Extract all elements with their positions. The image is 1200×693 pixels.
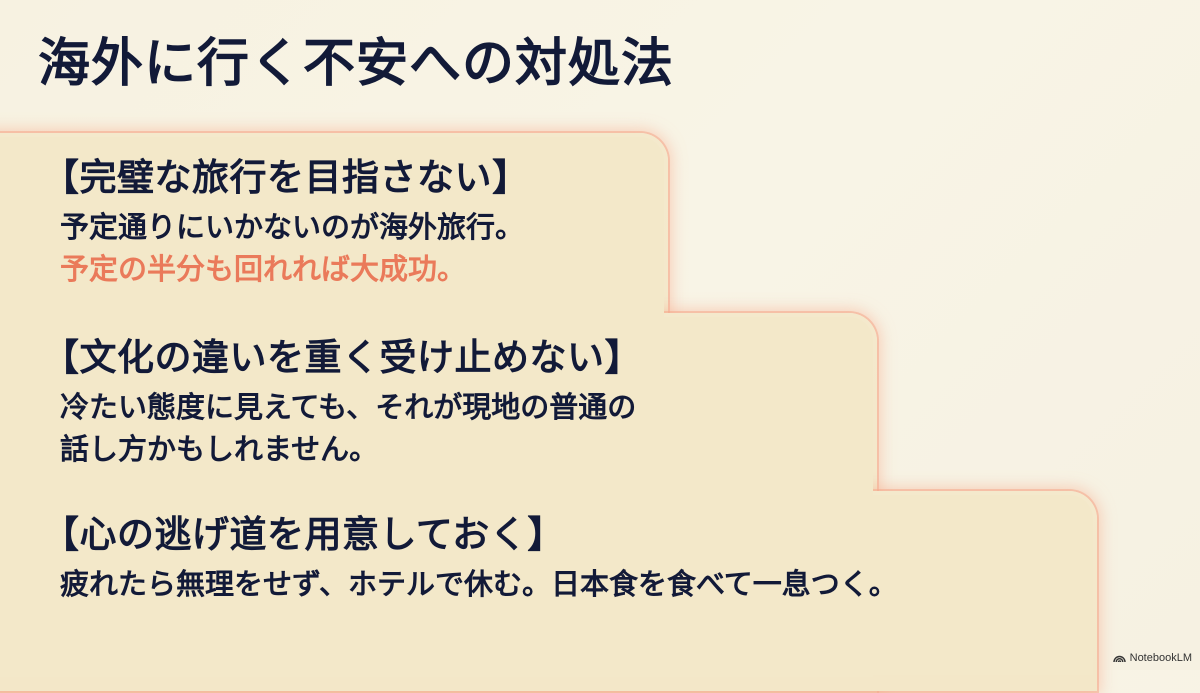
tip-heading: 【完璧な旅行を目指さない】 [42, 156, 530, 199]
watermark-label: NotebookLM [1129, 652, 1192, 664]
notebooklm-logo-icon [1112, 653, 1126, 663]
tip-body-line: 冷たい態度に見えても、それが現地の普通の [60, 390, 637, 424]
tip-body-line: 話し方かもしれません。 [60, 432, 379, 466]
tip-heading: 【文化の違いを重く受け止めない】 [42, 336, 642, 379]
tip-section-escape-route: 【心の逃げ道を用意しておく】 疲れたら無理をせず、ホテルで休む。日本食を食べて一… [42, 507, 898, 605]
tip-body-line: 予定通りにいかないのが海外旅行。 [60, 210, 525, 244]
tip-section-cultural-difference: 【文化の違いを重く受け止めない】 冷たい態度に見えても、それが現地の普通の 話し… [42, 330, 642, 470]
notebooklm-watermark: NotebookLM [1112, 652, 1192, 664]
tip-body-line: 疲れたら無理をせず、ホテルで休む。日本食を食べて一息つく。 [60, 567, 898, 601]
tip-heading: 【心の逃げ道を用意しておく】 [42, 513, 565, 556]
staircase-fill-3 [0, 495, 1093, 675]
tip-body-line-highlight: 予定の半分も回れれば大成功。 [60, 252, 467, 286]
slide-title: 海外に行く不安への対処法 [38, 34, 675, 94]
tip-section-perfect-trip: 【完璧な旅行を目指さない】 予定通りにいかないのが海外旅行。 予定の半分も回れれ… [42, 150, 530, 290]
